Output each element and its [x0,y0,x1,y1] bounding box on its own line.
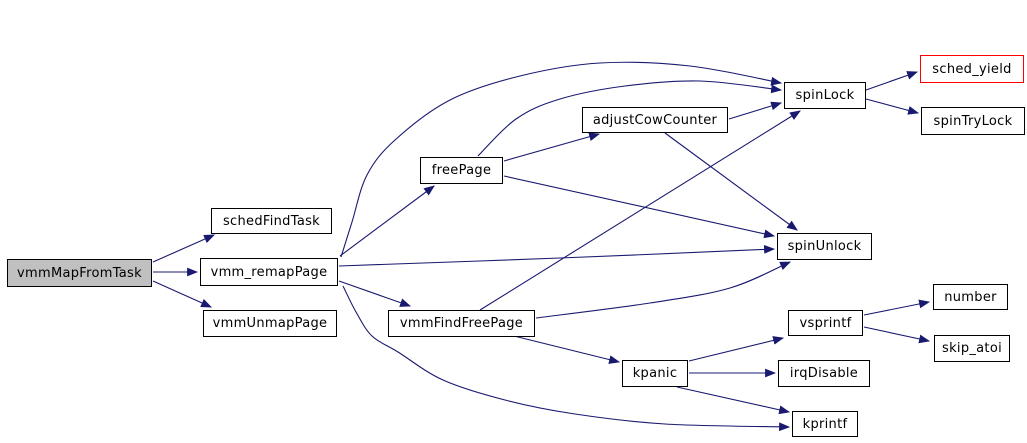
node-kpanic[interactable]: kpanic [622,360,688,387]
node-number[interactable]: number [933,284,1008,310]
node-vmmFindFreePage[interactable]: vmmFindFreePage [388,310,535,337]
node-spinTryLock[interactable]: spinTryLock [921,107,1025,135]
edge-adjustCowCounter-to-spinUnlock [664,132,798,231]
edge-vmm_remapPage-to-freePage [339,185,435,257]
node-adjustCowCounter[interactable]: adjustCowCounter [582,107,728,133]
node-label-kprintf: kprintf [802,416,848,432]
node-vmmMapFromTask[interactable]: vmmMapFromTask [7,259,152,287]
node-label-sched_yield: sched_yield [932,61,1012,77]
node-kprintf[interactable]: kprintf [792,411,858,437]
node-spinLock[interactable]: spinLock [784,82,866,109]
node-label-vmmMapFromTask: vmmMapFromTask [17,265,142,281]
node-label-number: number [944,289,997,305]
node-freePage[interactable]: freePage [420,157,503,184]
node-label-vmm_remapPage: vmm_remapPage [210,264,328,280]
node-label-spinLock: spinLock [795,88,855,103]
edge-freePage-to-spinLock [477,80,783,157]
node-schedFindTask[interactable]: schedFindTask [211,208,332,234]
node-label-skip_atoi: skip_atoi [942,341,1002,356]
node-label-vmmFindFreePage: vmmFindFreePage [399,316,524,331]
node-vmm_remapPage[interactable]: vmm_remapPage [200,258,338,286]
node-label-freePage: freePage [431,163,492,178]
node-irqDisable[interactable]: irqDisable [778,360,870,387]
edge-kpanic-to-vsprintf [688,336,785,362]
node-label-schedFindTask: schedFindTask [222,213,320,229]
edge-vmm_remapPage-to-vmmFindFreePage [338,280,412,307]
node-label-kpanic: kpanic [632,366,678,381]
edge-vmmMapFromTask-to-schedFindTask [152,234,216,263]
edge-adjustCowCounter-to-spinLock [728,101,783,120]
node-label-adjustCowCounter: adjustCowCounter [592,112,718,128]
node-label-spinTryLock: spinTryLock [933,113,1013,129]
edge-vsprintf-to-number [863,299,931,316]
node-label-vmmUnmapPage: vmmUnmapPage [212,316,328,331]
node-spinUnlock[interactable]: spinUnlock [777,233,872,260]
edge-spinLock-to-sched_yield [865,71,919,91]
edge-vmm_remapPage-to-spinLock [340,61,783,258]
edge-vmmMapFromTask-to-vmmUnmapPage [152,280,213,308]
edge-vmm_remapPage-to-spinUnlock [338,245,776,267]
node-label-spinUnlock: spinUnlock [787,239,862,254]
edge-vsprintf-to-skip_atoi [863,326,931,344]
edge-vmmFindFreePage-to-spinLock [479,110,801,311]
edge-vmmFindFreePage-to-kpanic [513,335,621,364]
edge-vmmFindFreePage-to-spinUnlock [535,261,792,319]
node-vsprintf[interactable]: vsprintf [788,310,863,336]
node-label-irqDisable: irqDisable [789,366,859,381]
edge-vmm_remapPage-to-kprintf [342,285,791,432]
node-skip_atoi[interactable]: skip_atoi [934,335,1010,362]
edge-kpanic-to-kprintf [676,386,791,415]
edge-freePage-to-adjustCowCounter [503,132,601,162]
edge-spinLock-to-spinTryLock [865,98,920,115]
node-sched_yield[interactable]: sched_yield [920,55,1024,83]
node-label-vsprintf: vsprintf [799,315,852,331]
node-vmmUnmapPage[interactable]: vmmUnmapPage [203,310,337,337]
edge-freePage-to-spinUnlock [503,175,776,239]
